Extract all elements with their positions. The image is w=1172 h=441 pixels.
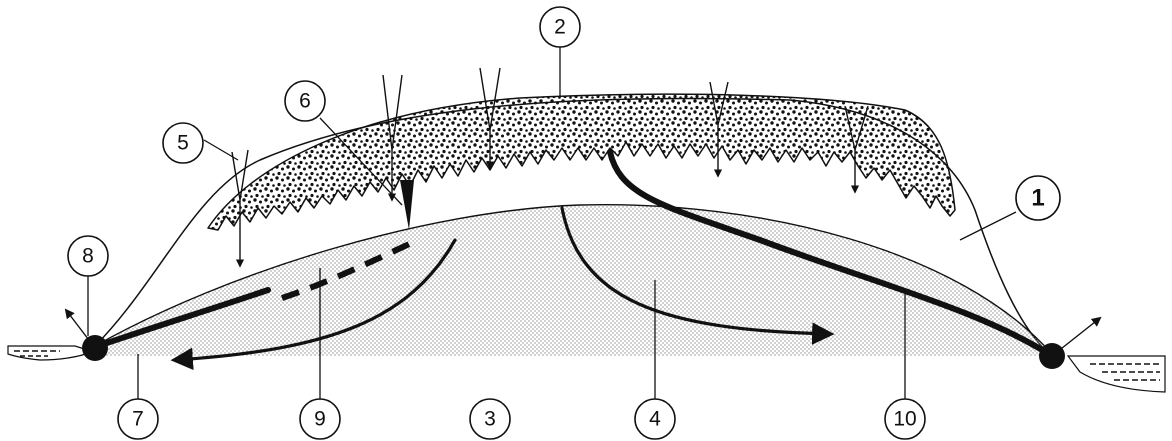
label-9: 9	[300, 399, 340, 439]
label-8-text: 8	[82, 245, 94, 268]
label-3: 3	[470, 399, 510, 439]
right-water-body	[1068, 356, 1165, 392]
label-7-text: 7	[132, 408, 144, 431]
label-10-text: 10	[893, 408, 916, 431]
label-6: 6	[285, 81, 325, 121]
label-6-text: 6	[299, 90, 311, 113]
label-4: 4	[635, 399, 675, 439]
label-9-text: 9	[314, 408, 326, 431]
label-4-text: 4	[649, 408, 661, 431]
label-2-text: 2	[554, 16, 566, 39]
label-3-text: 3	[484, 408, 496, 431]
left-water-body	[8, 346, 92, 360]
wedge-feature	[400, 180, 414, 230]
label-7: 7	[118, 399, 158, 439]
label-5-text: 5	[177, 132, 189, 155]
label-1: 1	[1016, 176, 1060, 220]
label-10: 10	[885, 399, 925, 439]
label-2: 2	[540, 7, 580, 47]
label-8: 8	[68, 236, 108, 276]
label-5: 5	[163, 123, 203, 163]
label-1-text: 1	[1031, 185, 1044, 212]
